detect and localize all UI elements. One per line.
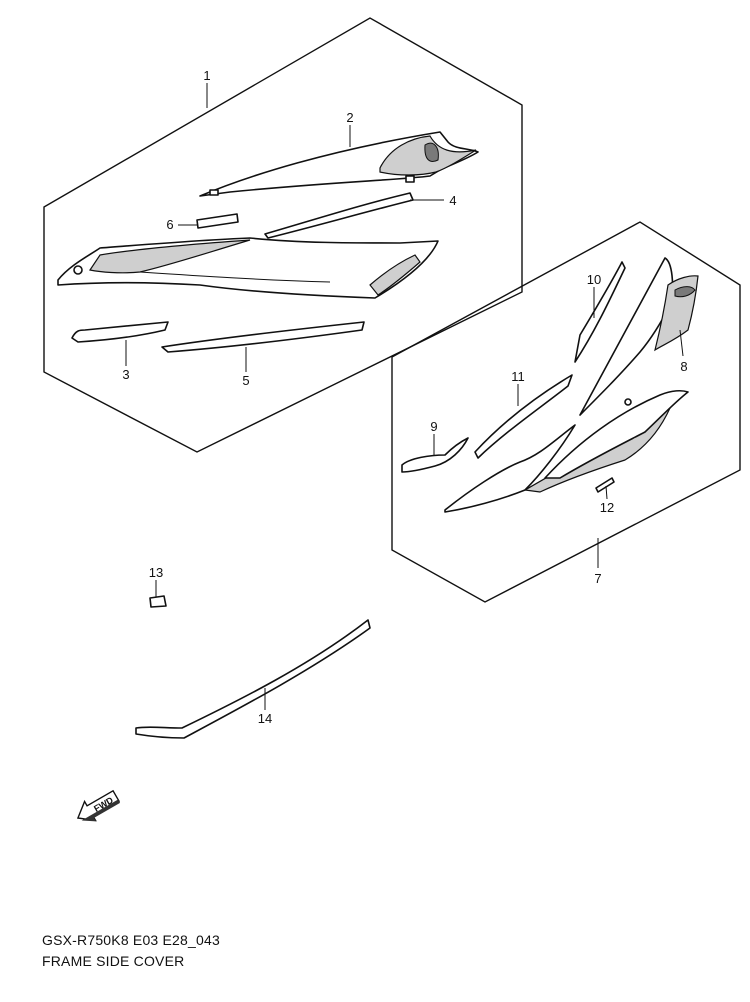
diagram-code: GSX-R750K8 E03 E28_043 [42,932,220,948]
part-3 [71,321,169,343]
callout-4: 4 [449,193,456,208]
callout-6: 6 [166,217,173,232]
diagram-title: FRAME SIDE COVER [42,953,185,969]
part-8 [579,257,699,416]
part-4 [264,192,414,239]
callout-3: 3 [122,367,129,382]
callout-7: 7 [594,571,601,586]
part-10 [574,261,626,363]
callout-14: 14 [258,711,272,726]
callout-1: 1 [203,68,210,83]
callout-13: 13 [149,565,163,580]
part-9 [401,437,469,473]
part-2 [199,131,479,197]
lower-cover [444,389,689,513]
part-5 [161,321,365,353]
callout-2: 2 [346,110,353,125]
part-12 [595,477,615,493]
fwd-arrow-icon: FWD [76,789,121,822]
callout-11: 11 [511,369,525,384]
part-14 [135,619,371,739]
callout-10: 10 [587,272,601,287]
assembly-box-1 [43,17,523,453]
assembly-box-7 [391,221,741,603]
part-6 [196,213,239,229]
callout-12: 12 [600,500,614,515]
callout-8: 8 [680,359,687,374]
callout-9: 9 [430,419,437,434]
leader-lines [125,83,684,710]
part-13 [149,595,167,608]
callout-5: 5 [242,373,249,388]
main-side-cover [57,237,439,299]
part-11 [474,374,573,459]
